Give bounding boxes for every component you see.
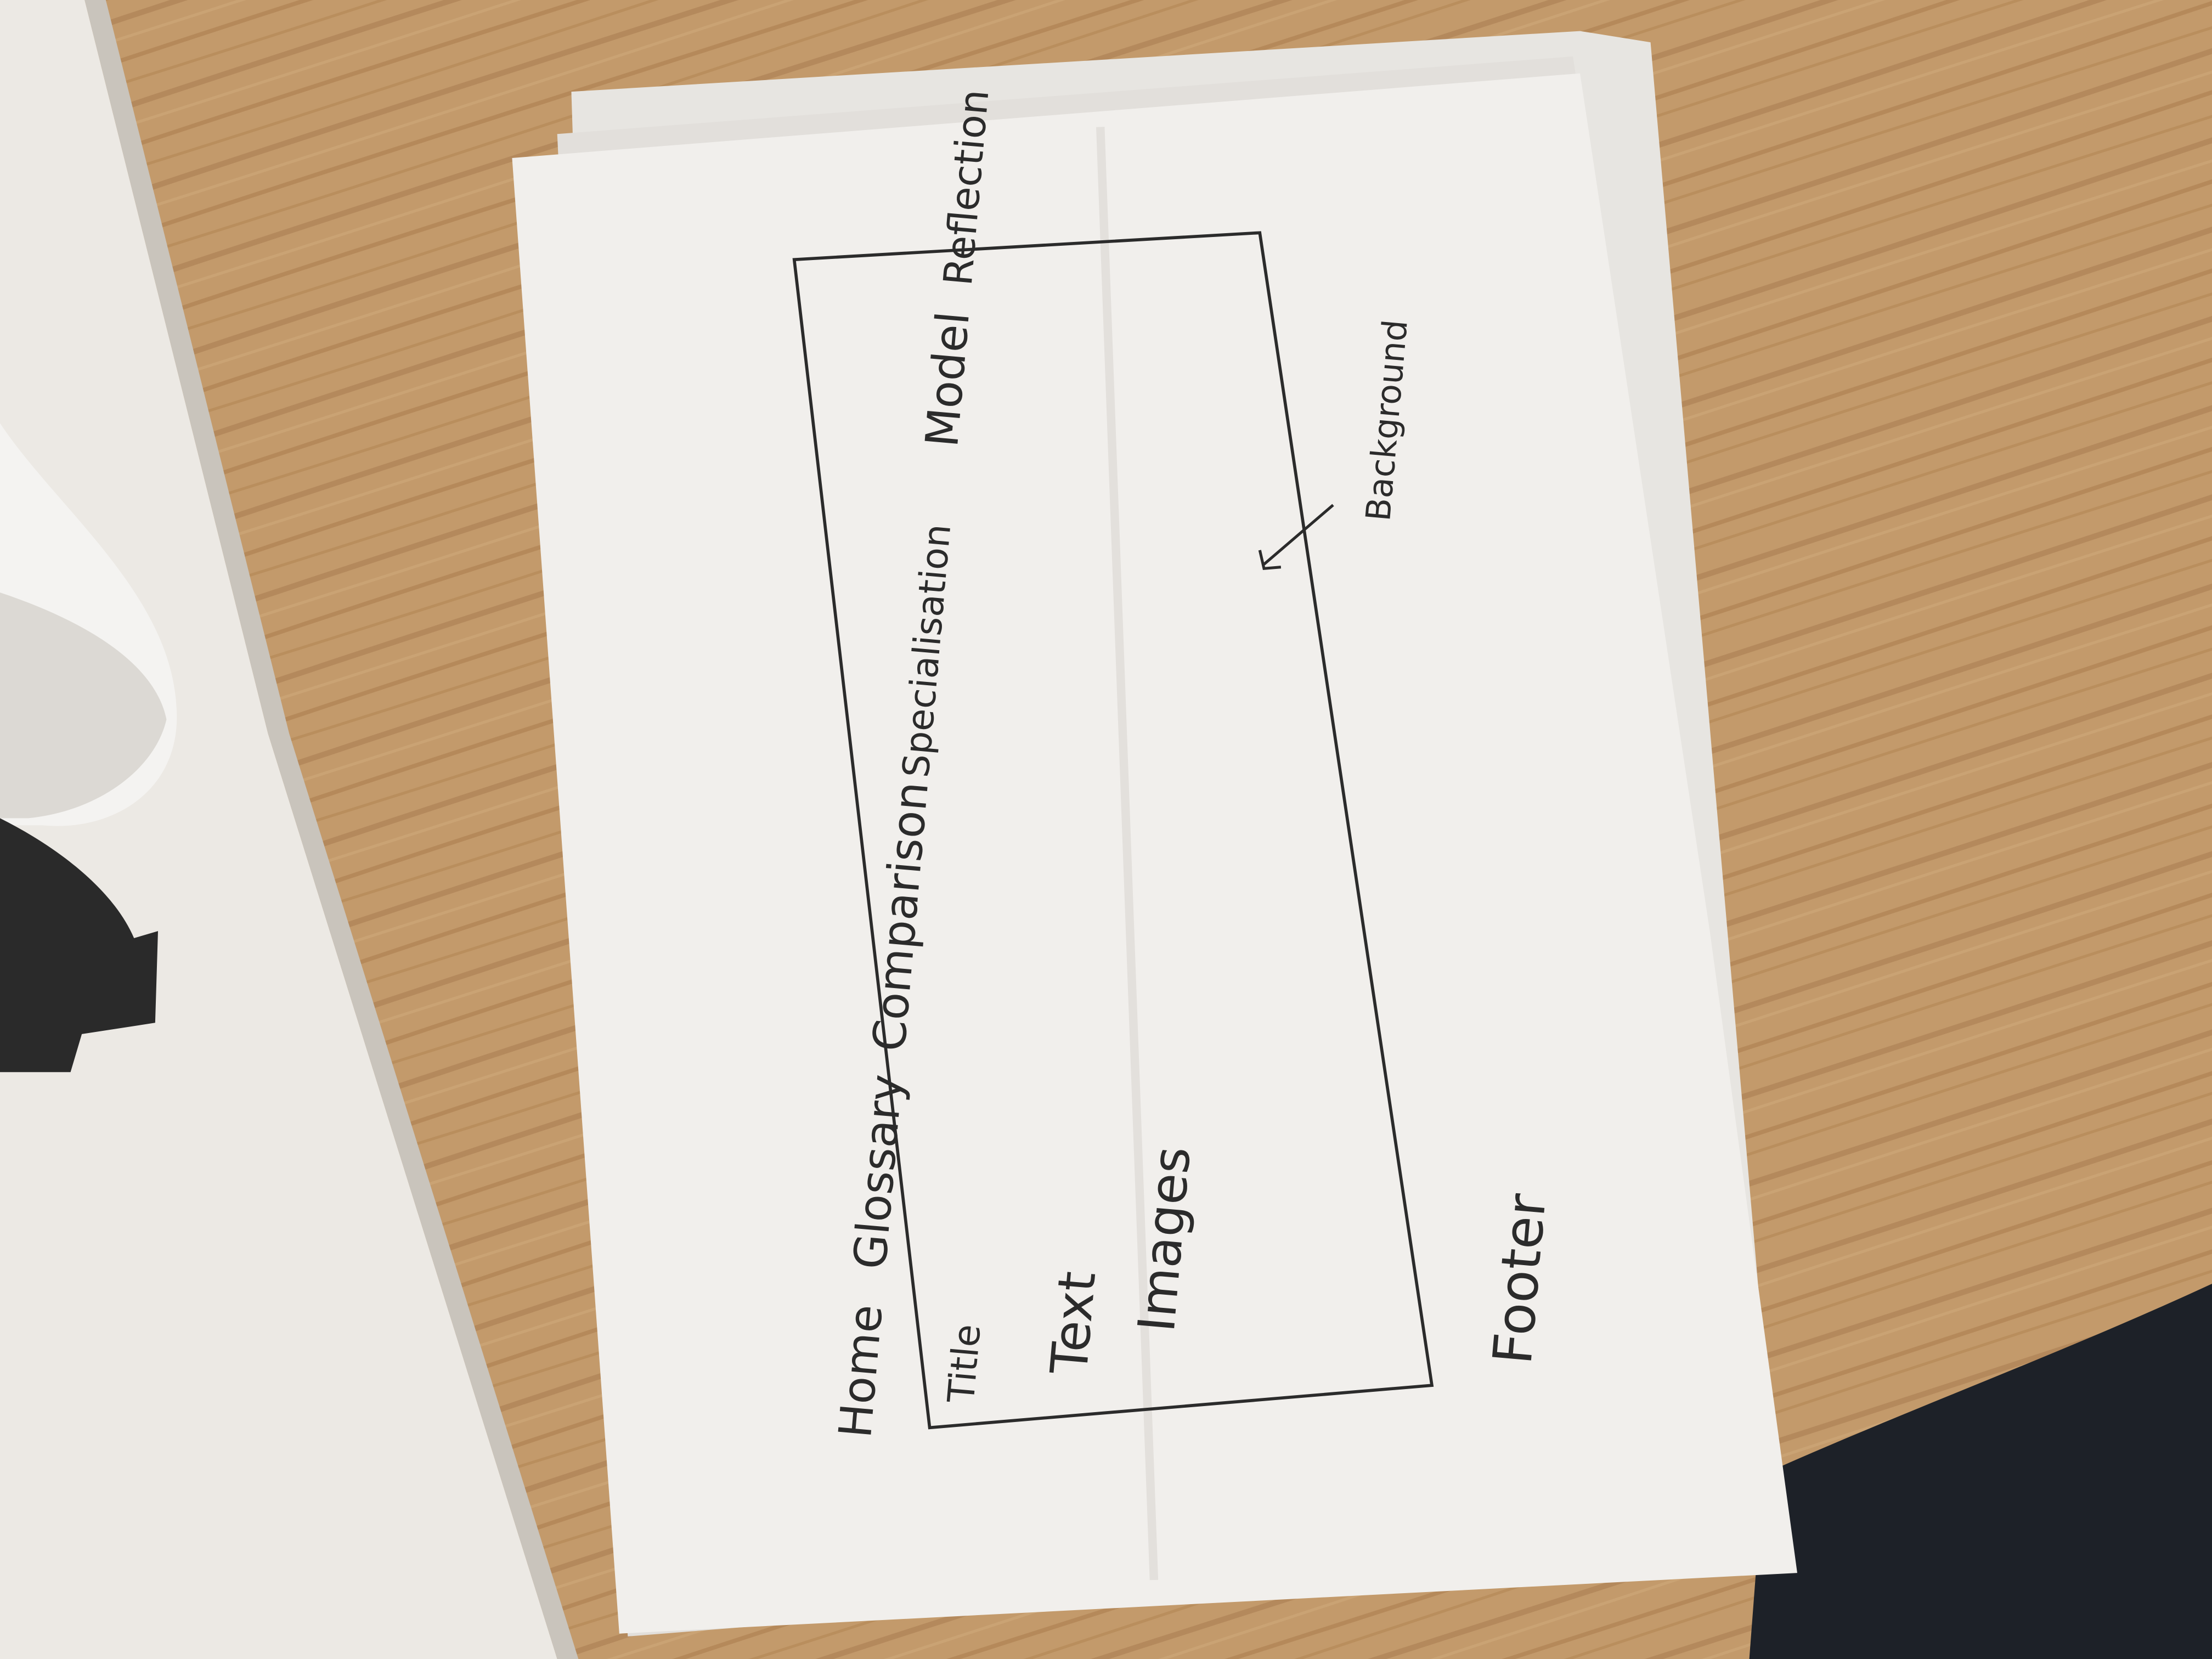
nav-model: Model [916,309,980,449]
cabinet-edge-shadow [84,0,579,1659]
nav-home: Home [830,1302,893,1440]
white-cabinet [0,0,557,1659]
footer-label: Footer [1481,1191,1559,1367]
dark-object [0,818,158,1073]
dark-fabric [1749,1284,2212,1659]
content-title-label: Title [939,1322,989,1405]
white-device-shadow [0,592,167,819]
paper-sheet [512,73,1797,1634]
paper-fold-shade [1096,127,1159,1581]
wireframe-content-box [792,231,1434,1430]
content-text-label: Text [1039,1269,1107,1377]
background-arrow [1258,504,1334,571]
